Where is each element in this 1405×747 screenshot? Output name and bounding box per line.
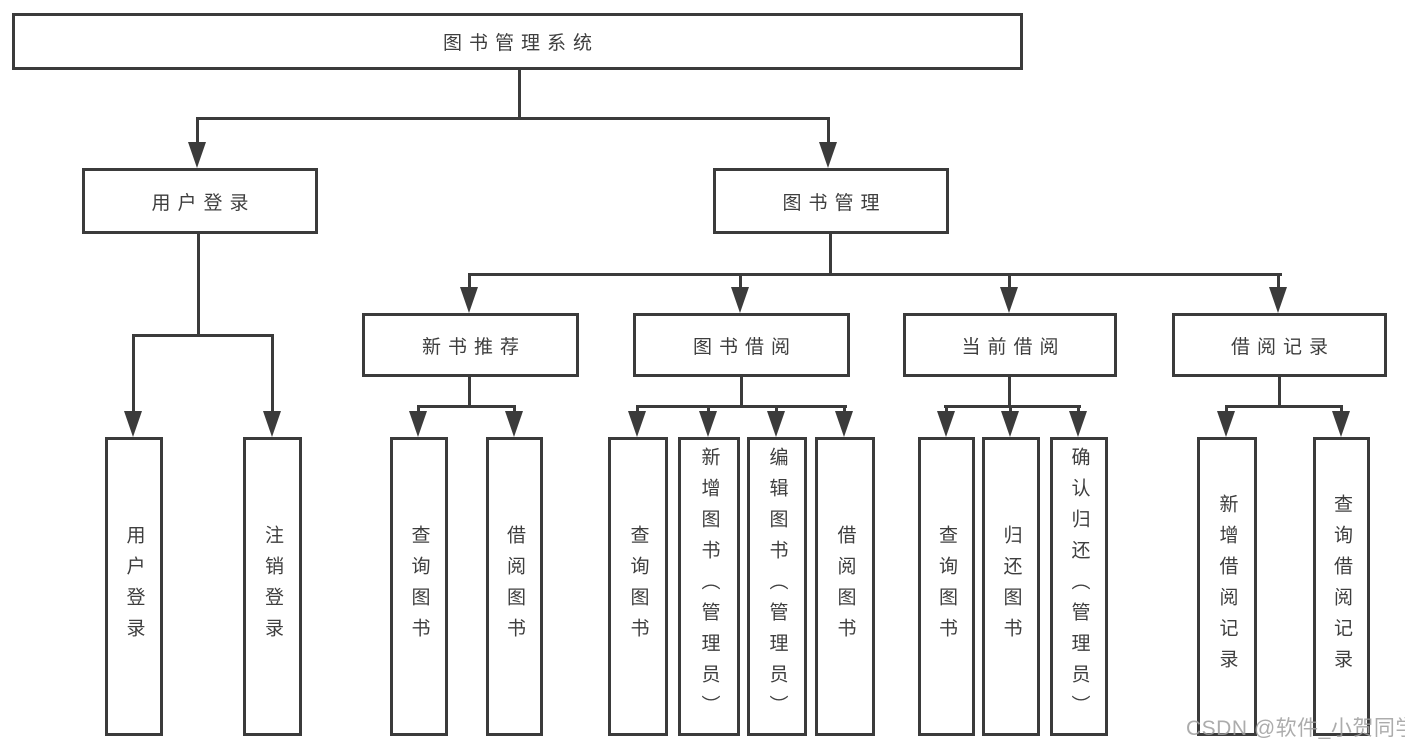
connector-line — [518, 67, 521, 120]
down-arrow-icon — [1332, 405, 1351, 437]
connector-line — [829, 234, 832, 276]
leaf-query-books-borrowing: 查询图书 — [608, 437, 668, 736]
down-arrow-icon — [1000, 273, 1019, 313]
leaf-borrow-books-recommend: 借阅图书 — [486, 437, 543, 736]
leaf-borrow-books-borrowing: 借阅图书 — [815, 437, 875, 736]
node-label: 编辑图书（管理员） — [766, 447, 788, 726]
node-current-borrowing: 当前借阅 — [903, 313, 1117, 377]
connector-line — [636, 405, 847, 408]
node-label: 图书管理系统 — [442, 33, 599, 54]
connector-line — [1008, 377, 1011, 408]
connector-line — [1278, 377, 1281, 408]
node-new-book-recommendation: 新书推荐 — [362, 313, 579, 377]
down-arrow-icon — [937, 405, 956, 437]
leaf-user-login: 用户登录 — [105, 437, 163, 736]
down-arrow-icon — [1001, 405, 1020, 437]
node-label: 借阅记录 — [1230, 336, 1335, 358]
down-arrow-icon — [699, 405, 718, 437]
leaf-logout: 注销登录 — [243, 437, 302, 736]
down-arrow-icon — [1069, 405, 1088, 437]
node-label: 注销登录 — [262, 524, 283, 649]
node-label: 确认归还（管理员） — [1068, 447, 1090, 726]
down-arrow-icon — [628, 405, 647, 437]
down-arrow-icon — [460, 273, 479, 313]
down-arrow-icon — [1217, 405, 1236, 437]
connector-line — [132, 334, 274, 337]
node-label: 图书管理 — [782, 192, 887, 214]
leaf-query-books-current: 查询图书 — [918, 437, 975, 736]
leaf-confirm-return-admin: 确认归还（管理员） — [1050, 437, 1108, 736]
leaf-add-borrow-record: 新增借阅记录 — [1197, 437, 1257, 736]
connector-line — [197, 117, 830, 120]
connector-line — [1225, 405, 1343, 408]
node-label: 新增图书（管理员） — [698, 447, 720, 726]
node-label: 用户登录 — [151, 192, 256, 214]
node-label: 查询图书 — [627, 524, 649, 649]
node-label: 新增借阅记录 — [1216, 493, 1238, 680]
csdn-watermark: CSDN @软件_小贺同学 — [1186, 717, 1405, 740]
connector-line — [468, 377, 471, 408]
down-arrow-icon — [835, 405, 854, 437]
node-label: 借阅图书 — [834, 524, 856, 649]
down-arrow-icon — [1269, 273, 1288, 313]
connector-line — [197, 234, 200, 337]
down-arrow-icon — [731, 273, 750, 313]
down-arrow-icon — [188, 117, 207, 168]
node-label: 查询借阅记录 — [1331, 493, 1352, 680]
node-user-login-branch: 用户登录 — [82, 168, 318, 234]
down-arrow-icon — [263, 334, 282, 437]
down-arrow-icon — [409, 405, 428, 437]
connector-line — [417, 405, 516, 408]
leaf-query-borrow-record: 查询借阅记录 — [1313, 437, 1370, 736]
leaf-edit-book-admin: 编辑图书（管理员） — [747, 437, 807, 736]
node-book-management: 图书管理 — [713, 168, 949, 234]
connector-line — [944, 405, 1081, 408]
node-label: 当前借阅 — [961, 336, 1066, 358]
node-label: 图书借阅 — [692, 336, 797, 358]
node-library-management-system: 图书管理系统 — [12, 13, 1023, 70]
down-arrow-icon — [124, 334, 143, 437]
down-arrow-icon — [767, 405, 786, 437]
down-arrow-icon — [819, 117, 838, 168]
connector-line — [740, 377, 743, 408]
connector-line — [468, 273, 1282, 276]
node-label: 借阅图书 — [504, 524, 525, 649]
leaf-add-book-admin: 新增图书（管理员） — [678, 437, 740, 736]
leaf-query-books-recommend: 查询图书 — [390, 437, 448, 736]
node-label: 查询图书 — [408, 524, 430, 649]
node-label: 新书推荐 — [421, 336, 526, 358]
down-arrow-icon — [505, 405, 524, 437]
node-book-borrowing: 图书借阅 — [633, 313, 850, 377]
node-borrowing-records: 借阅记录 — [1172, 313, 1387, 377]
node-label: 查询图书 — [936, 524, 957, 649]
node-label: 用户登录 — [123, 524, 145, 649]
leaf-return-book: 归还图书 — [982, 437, 1040, 736]
node-label: 归还图书 — [1000, 524, 1022, 649]
